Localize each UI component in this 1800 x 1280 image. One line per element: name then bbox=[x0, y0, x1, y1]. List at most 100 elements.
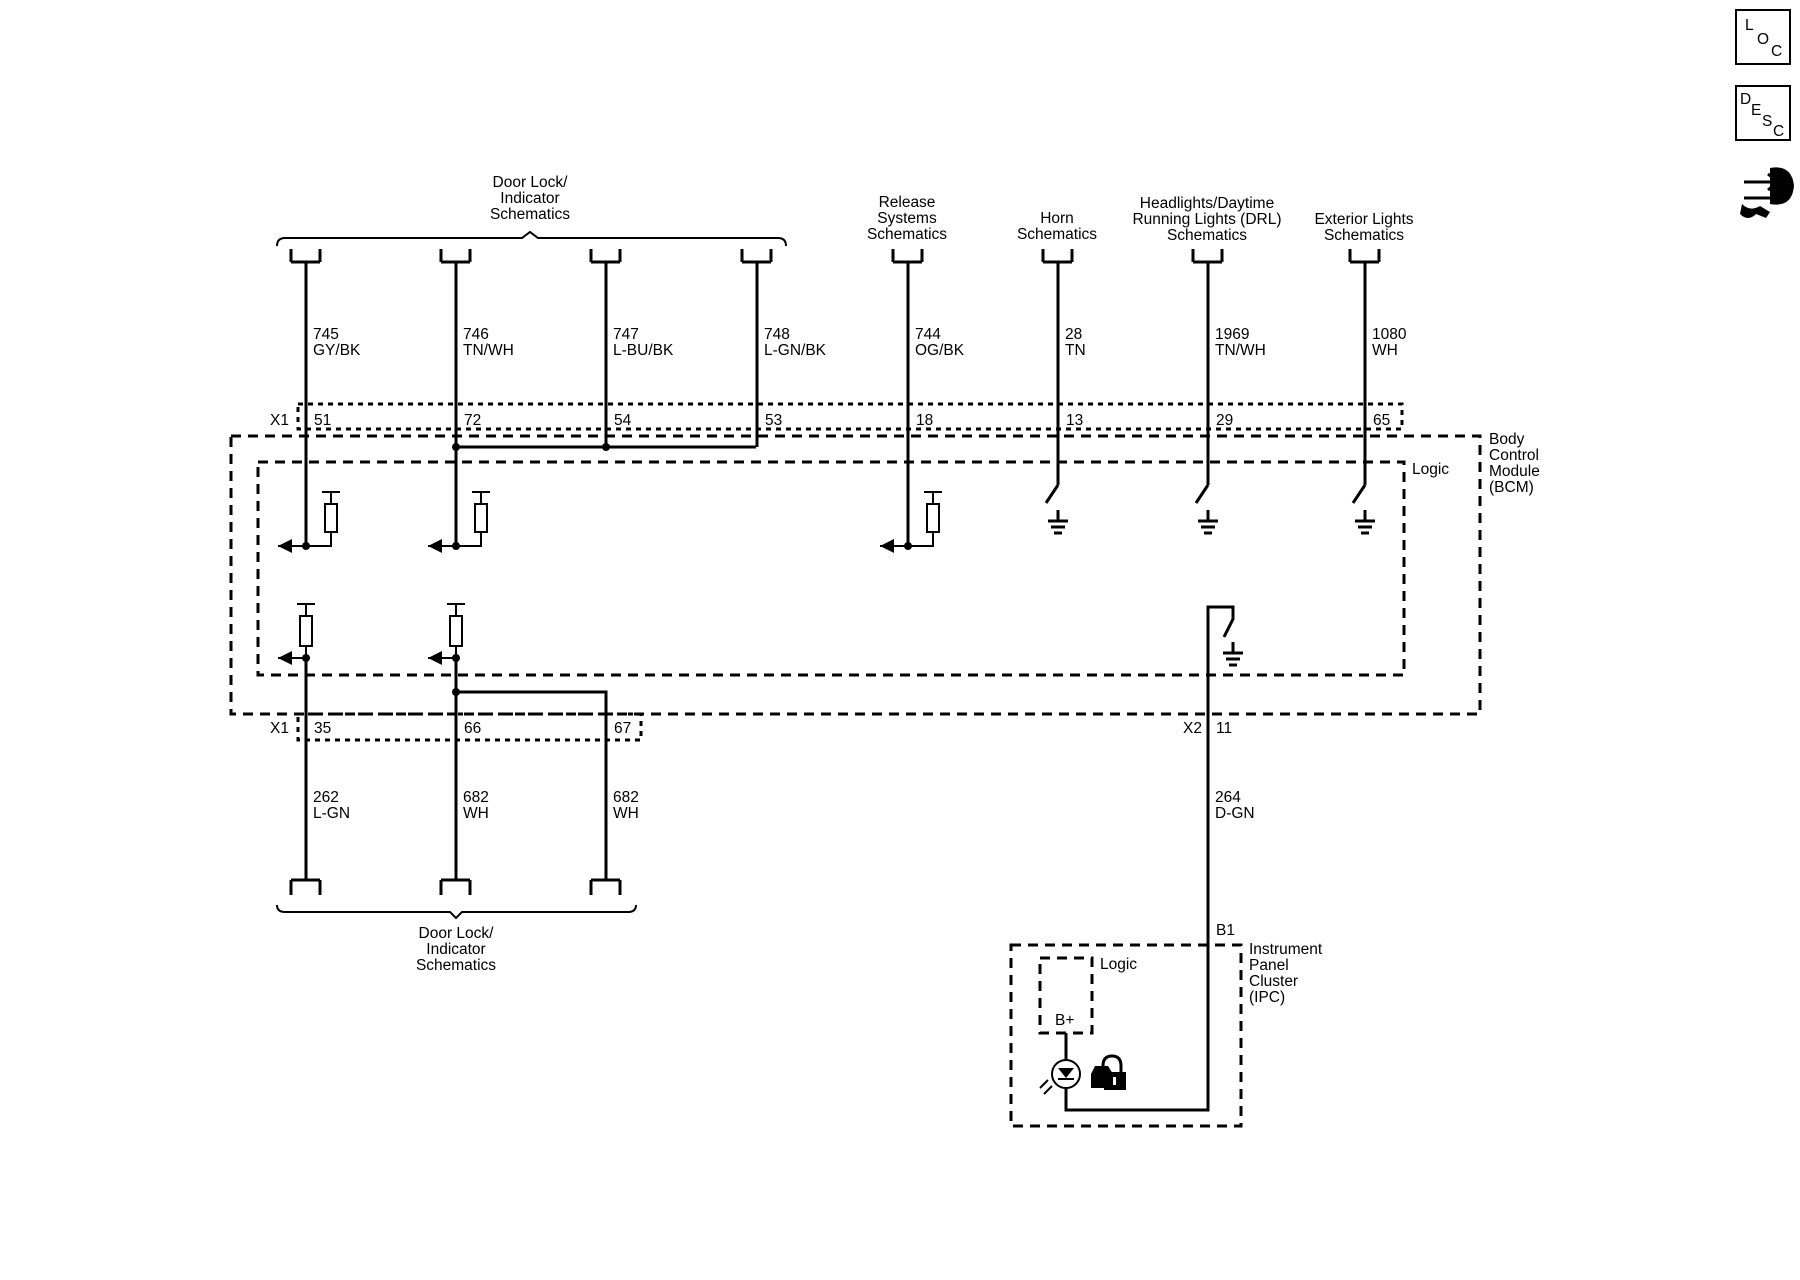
circuit-number: 682 bbox=[463, 789, 489, 806]
svg-text:Release: Release bbox=[879, 194, 936, 211]
bcm-logic-label: Logic bbox=[1412, 461, 1449, 478]
loc-letter-l: L bbox=[1745, 17, 1754, 34]
svg-text:Door Lock/: Door Lock/ bbox=[419, 925, 495, 942]
svg-text:Schematics: Schematics bbox=[490, 206, 570, 223]
release-label: Release Systems Schematics bbox=[867, 194, 947, 243]
wire-682-b bbox=[456, 690, 608, 880]
ground-switch-1969 bbox=[1194, 484, 1218, 535]
wire-color: L-GN/BK bbox=[764, 342, 827, 359]
wire-color: TN/WH bbox=[1215, 342, 1266, 359]
svg-text:(BCM): (BCM) bbox=[1489, 479, 1534, 496]
svg-text:Control: Control bbox=[1489, 447, 1539, 464]
pin-number: 13 bbox=[1066, 412, 1083, 429]
input-circuit-262 bbox=[278, 603, 315, 665]
top-wires bbox=[304, 262, 1367, 546]
pin-number: 54 bbox=[614, 412, 632, 429]
svg-text:Schematics: Schematics bbox=[1017, 226, 1097, 243]
desc-letter-s: S bbox=[1762, 113, 1772, 130]
pin-number: 18 bbox=[916, 412, 933, 429]
circuit-number: 1080 bbox=[1372, 326, 1407, 343]
wire-color: TN bbox=[1065, 342, 1086, 359]
circuit-number: 1969 bbox=[1215, 326, 1249, 343]
svg-text:Schematics: Schematics bbox=[1167, 227, 1247, 244]
bottom-pin-labels: 35 66 67 X2 11 bbox=[314, 720, 1232, 737]
circuit-number: 745 bbox=[313, 326, 339, 343]
circuit-number: 744 bbox=[915, 326, 941, 343]
pin-number: 72 bbox=[464, 412, 481, 429]
pin-number: 11 bbox=[1216, 720, 1232, 737]
circuit-number: 28 bbox=[1065, 326, 1082, 343]
circuit-number: 264 bbox=[1215, 789, 1241, 806]
wire-color: D-GN bbox=[1215, 805, 1255, 822]
svg-text:(IPC): (IPC) bbox=[1249, 989, 1285, 1006]
ipc-logic-label: Logic bbox=[1100, 956, 1137, 973]
pin-number: 65 bbox=[1373, 412, 1390, 429]
wire-color: L-GN bbox=[313, 805, 350, 822]
circuit-number: 262 bbox=[313, 789, 339, 806]
wire-color: L-BU/BK bbox=[613, 342, 674, 359]
loc-button[interactable]: L O C bbox=[1735, 9, 1791, 65]
pin-number: 51 bbox=[314, 412, 331, 429]
pin-number: 66 bbox=[464, 720, 481, 737]
wire-color: OG/BK bbox=[915, 342, 965, 359]
pin-number: 29 bbox=[1216, 412, 1233, 429]
circuit-number: 748 bbox=[764, 326, 790, 343]
ipc-supply-label: B+ bbox=[1055, 1012, 1074, 1029]
svg-text:Running Lights (DRL): Running Lights (DRL) bbox=[1132, 211, 1281, 228]
bcm-label: Body Control Module (BCM) bbox=[1489, 431, 1540, 496]
door-lock-indicator-icon bbox=[1091, 1054, 1126, 1090]
connector-tool-icon[interactable] bbox=[1740, 167, 1794, 218]
circuit-number: 682 bbox=[613, 789, 639, 806]
x1-bottom-connector-outline bbox=[296, 712, 643, 742]
led-indicator-icon bbox=[1039, 930, 1210, 1112]
top-pin-labels: 51 72 54 53 18 13 29 65 bbox=[314, 412, 1390, 429]
wire-color: WH bbox=[463, 805, 489, 822]
pin-number: 67 bbox=[614, 720, 631, 737]
wire-color: TN/WH bbox=[463, 342, 514, 359]
headlights-label: Headlights/Daytime Running Lights (DRL) … bbox=[1132, 195, 1281, 244]
desc-letter-c: C bbox=[1773, 123, 1784, 140]
svg-text:Module: Module bbox=[1489, 463, 1540, 480]
desc-button[interactable]: D E S C bbox=[1735, 85, 1791, 141]
circuit-number: 746 bbox=[463, 326, 489, 343]
svg-text:Cluster: Cluster bbox=[1249, 973, 1298, 990]
wire-color: GY/BK bbox=[313, 342, 361, 359]
x1-bottom-label: X1 bbox=[270, 720, 289, 737]
desc-letter-d: D bbox=[1740, 91, 1751, 108]
top-wire-labels: 745 GY/BK 746 TN/WH 747 L-BU/BK 748 L-GN… bbox=[313, 326, 1407, 359]
exterior-lights-label: Exterior Lights Schematics bbox=[1314, 211, 1413, 244]
svg-text:Indicator: Indicator bbox=[426, 941, 485, 958]
svg-text:Exterior Lights: Exterior Lights bbox=[1314, 211, 1413, 228]
ipc-outline bbox=[1009, 943, 1243, 1128]
input-circuit-682 bbox=[428, 603, 465, 665]
svg-text:Horn: Horn bbox=[1040, 210, 1074, 227]
ground-switch-264 bbox=[1206, 605, 1243, 930]
svg-text:Headlights/Daytime: Headlights/Daytime bbox=[1140, 195, 1274, 212]
bcm-outline bbox=[229, 434, 1482, 716]
pin-number: 35 bbox=[314, 720, 331, 737]
ground-switch-1080 bbox=[1351, 484, 1375, 535]
circuit-number: 747 bbox=[613, 326, 639, 343]
svg-text:Schematics: Schematics bbox=[1324, 227, 1404, 244]
b1-label: B1 bbox=[1216, 922, 1235, 939]
top-terminals bbox=[289, 249, 1381, 264]
wire-color: WH bbox=[613, 805, 639, 822]
desc-letter-e: E bbox=[1751, 102, 1761, 119]
top-door-lock-brace bbox=[276, 230, 787, 247]
horn-label: Horn Schematics bbox=[1017, 210, 1097, 243]
loc-letter-c: C bbox=[1771, 43, 1782, 60]
x1-top-connector-outline bbox=[296, 402, 1404, 431]
bottom-terminals bbox=[289, 878, 622, 895]
bottom-door-lock-label: Door Lock/ Indicator Schematics bbox=[416, 925, 496, 974]
svg-text:Indicator: Indicator bbox=[500, 190, 559, 207]
bottom-door-lock-brace bbox=[276, 904, 637, 920]
svg-text:Door Lock/: Door Lock/ bbox=[493, 174, 569, 191]
wire-color: WH bbox=[1372, 342, 1398, 359]
svg-text:Systems: Systems bbox=[877, 210, 937, 227]
loc-letter-o: O bbox=[1757, 31, 1769, 48]
svg-text:Body: Body bbox=[1489, 431, 1525, 448]
bottom-wire-labels: 262 L-GN 682 WH 682 WH 264 D-GN bbox=[313, 789, 1255, 822]
input-circuit-744 bbox=[880, 491, 942, 553]
x1-top-label: X1 bbox=[270, 412, 289, 429]
